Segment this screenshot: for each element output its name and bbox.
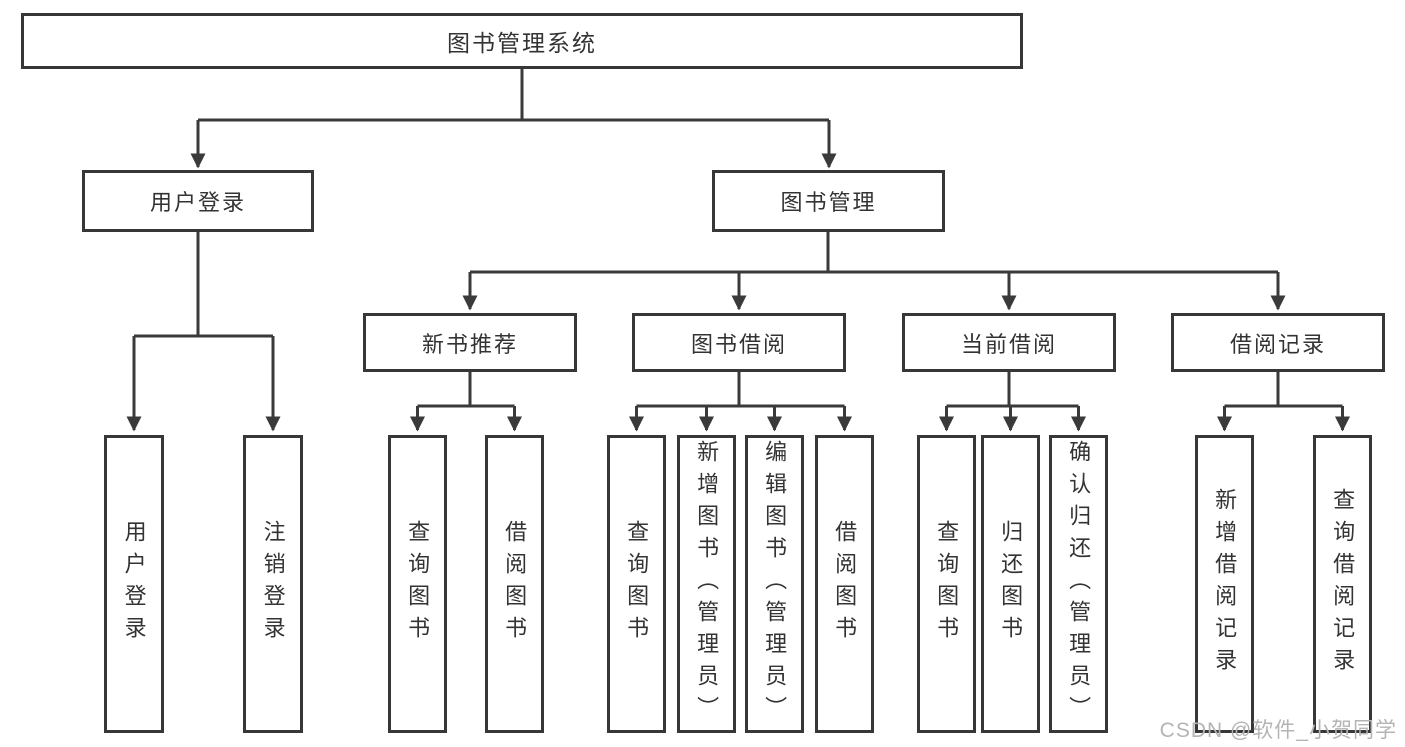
node-book-borrow-label: 图书借阅 — [690, 331, 787, 357]
node-current-borrow-label: 当前借阅 — [960, 331, 1057, 357]
leaf-user-login-label: 用户登录 — [121, 520, 147, 648]
csdn-watermark: CSDN @软件_小贺同学 — [1159, 719, 1397, 742]
node-system-root: 图书管理系统 — [21, 13, 1023, 69]
leaf-query-books-recommend: 查询图书 — [388, 435, 447, 733]
leaf-borrow-books: 借阅图书 — [815, 435, 874, 733]
leaf-return-books: 归还图书 — [981, 435, 1040, 733]
connector-new-book-rail — [417, 372, 515, 408]
leaf-edit-book-admin-label: 编辑图书（管理员） — [762, 440, 788, 728]
node-current-borrow: 当前借阅 — [902, 313, 1116, 372]
node-book-management: 图书管理 — [712, 170, 945, 232]
leaf-query-books-borrow: 查询图书 — [607, 435, 666, 733]
connector-book-borrow-rail — [636, 372, 845, 408]
leaf-add-borrow-record: 新增借阅记录 — [1195, 435, 1254, 733]
connector-current-borrow-rail — [946, 372, 1079, 408]
connector-borrow-records-rail — [1224, 372, 1343, 408]
connector-user-login-rail — [134, 232, 273, 338]
node-borrow-records: 借阅记录 — [1171, 313, 1385, 372]
leaf-query-books-borrow-label: 查询图书 — [624, 520, 650, 648]
connector-book-management-rail — [470, 232, 1278, 274]
leaf-query-books-current: 查询图书 — [917, 435, 976, 733]
leaf-borrow-books-label: 借阅图书 — [832, 520, 858, 648]
leaf-edit-book-admin: 编辑图书（管理员） — [745, 435, 804, 733]
leaf-confirm-return-admin-label: 确认归还（管理员） — [1066, 440, 1092, 728]
leaf-add-book-admin-label: 新增图书（管理员） — [694, 440, 720, 728]
leaf-query-books-recommend-label: 查询图书 — [405, 520, 431, 648]
leaf-borrow-books-recommend-label: 借阅图书 — [502, 520, 528, 648]
leaf-user-login: 用户登录 — [104, 435, 164, 733]
node-user-login-label: 用户登录 — [149, 190, 246, 215]
leaf-query-borrow-record-label: 查询借阅记录 — [1330, 488, 1356, 680]
leaf-borrow-books-recommend: 借阅图书 — [485, 435, 544, 733]
node-user-login: 用户登录 — [82, 170, 314, 232]
leaf-add-book-admin: 新增图书（管理员） — [677, 435, 736, 733]
node-book-management-label: 图书管理 — [780, 190, 877, 215]
node-borrow-records-label: 借阅记录 — [1229, 331, 1326, 357]
node-book-borrow: 图书借阅 — [632, 313, 846, 372]
leaf-query-borrow-record: 查询借阅记录 — [1313, 435, 1372, 733]
node-new-book-recommend: 新书推荐 — [363, 313, 577, 372]
leaf-return-books-label: 归还图书 — [998, 520, 1024, 648]
leaf-logout-label: 注销登录 — [260, 520, 286, 648]
leaf-logout: 注销登录 — [243, 435, 303, 733]
connector-root-rail — [198, 69, 829, 122]
leaf-query-books-current-label: 查询图书 — [934, 520, 960, 648]
leaf-add-borrow-record-label: 新增借阅记录 — [1212, 488, 1238, 680]
node-new-book-recommend-label: 新书推荐 — [421, 331, 518, 357]
leaf-confirm-return-admin: 确认归还（管理员） — [1049, 435, 1108, 733]
node-system-root-label: 图书管理系统 — [447, 30, 597, 56]
